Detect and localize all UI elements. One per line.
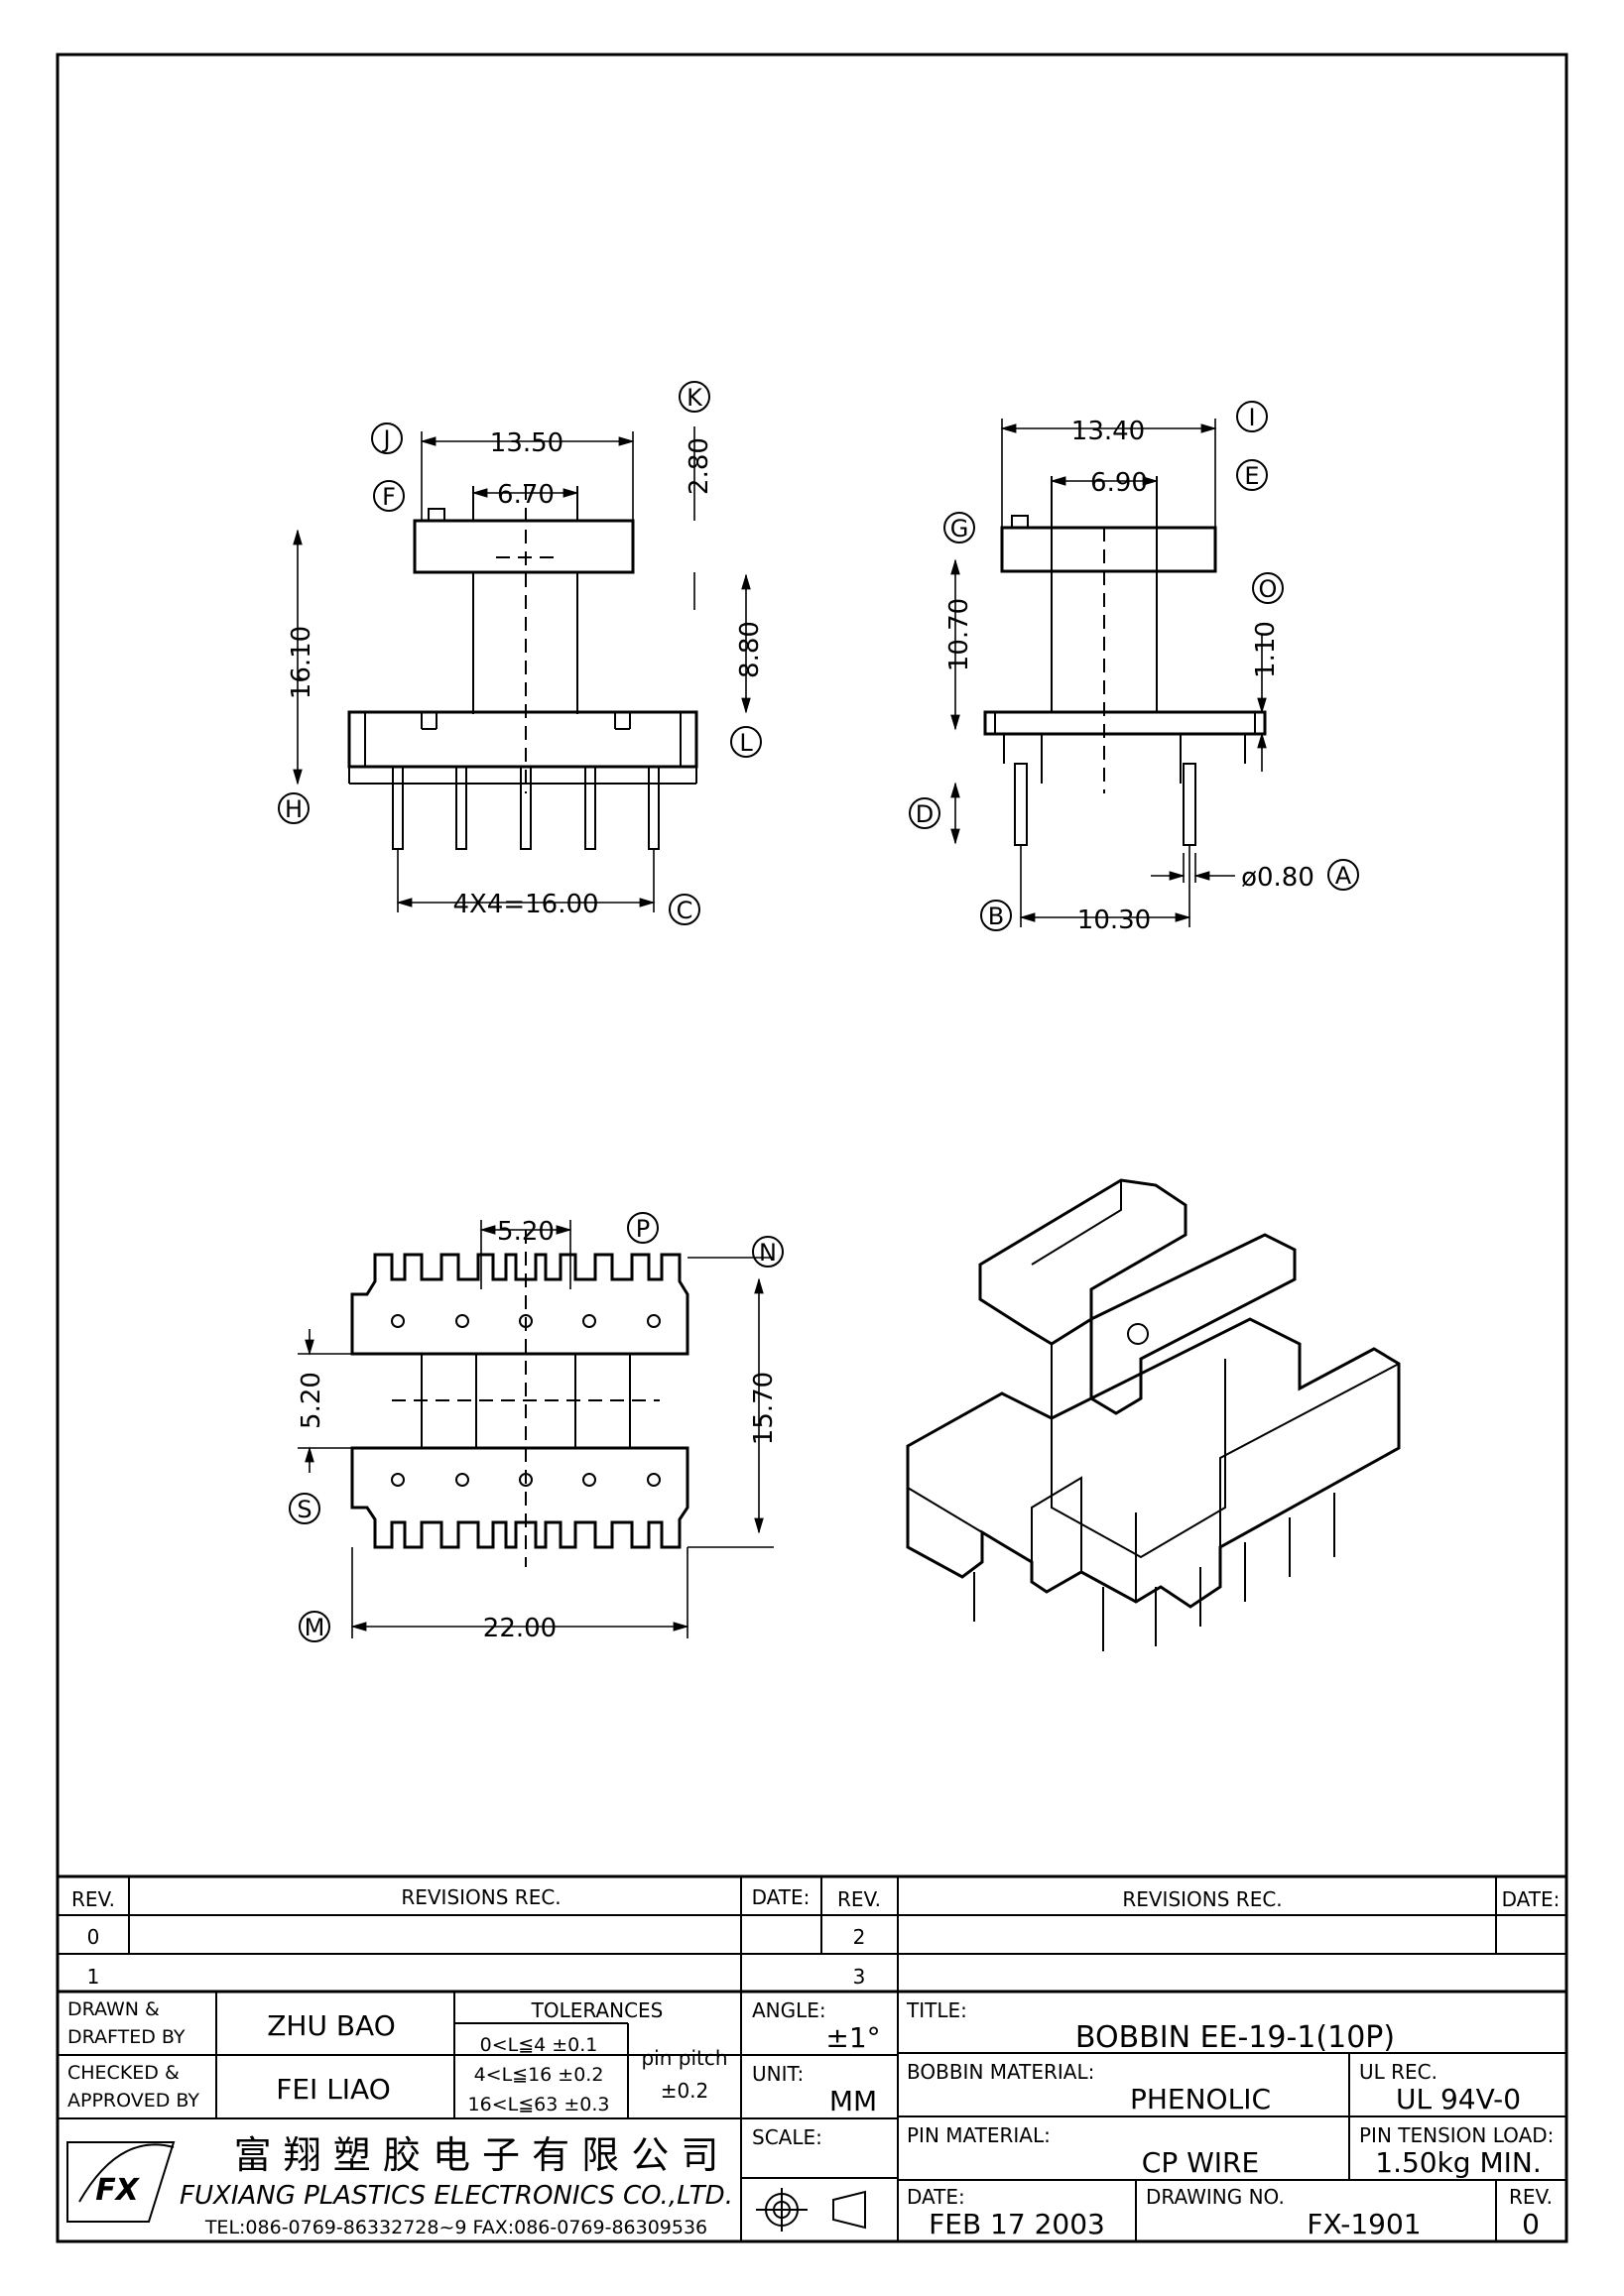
- dim-top-length: 15.70: [749, 1372, 779, 1445]
- isometric-view: [906, 1178, 1401, 1651]
- checked-by: FEI LIAO: [276, 2073, 391, 2106]
- dim-front-pin-span: 4X4=16.00: [452, 890, 598, 919]
- tolerances-label: TOLERANCES: [531, 1998, 664, 2022]
- marker-O: O: [1259, 575, 1278, 603]
- checked-label: CHECKED & APPROVED BY: [67, 2062, 199, 2112]
- scale-label: SCALE:: [752, 2125, 822, 2149]
- dim-side-width: 13.40: [1071, 417, 1145, 446]
- date-label: DATE:: [907, 2185, 965, 2209]
- drawn-label-line-1: DRAWN &: [67, 1998, 160, 2020]
- title-label: TITLE:: [906, 1998, 967, 2022]
- sheet-border: [56, 53, 1568, 2243]
- drawing-no-label: DRAWING NO.: [1146, 2185, 1285, 2209]
- marker-B: B: [988, 903, 1004, 930]
- rev-row-0: 0: [87, 1925, 100, 1949]
- projection-symbol-icon: [756, 2188, 866, 2232]
- marker-I: I: [1248, 404, 1255, 431]
- dim-front-top-flange: 2.80: [685, 437, 714, 495]
- title-value: BOBBIN EE-19-1(10P): [1075, 2020, 1395, 2055]
- dim-top-width: 22.00: [483, 1614, 557, 1643]
- pin-material-value: CP WIRE: [1142, 2146, 1259, 2179]
- marker-G: G: [950, 515, 969, 543]
- company-name-en: FUXIANG PLASTICS ELECTRONICS CO.,LTD.: [180, 2181, 733, 2211]
- title-block: REV. REVISIONS REC. DATE: REV. REVISIONS…: [58, 1874, 1566, 2241]
- marker-A: A: [1335, 862, 1352, 890]
- unit-value: MM: [829, 2085, 877, 2117]
- revisions-header-right: REVISIONS REC.: [1122, 1887, 1282, 1911]
- rev-row-2: 2: [853, 1925, 866, 1949]
- top-view: 5.20 15.70 5.20 22.00 P N S M: [289, 1212, 784, 1643]
- rev-row-1: 1: [87, 1965, 100, 1989]
- dim-side-pin-spacing: 10.30: [1077, 906, 1151, 935]
- dim-front-core: 6.70: [497, 480, 555, 510]
- angle-value: ±1°: [825, 2021, 880, 2054]
- unit-label: UNIT:: [752, 2062, 804, 2086]
- marker-F: F: [382, 483, 396, 511]
- rev-row-3: 3: [853, 1965, 866, 1989]
- revisions-header-left: REVISIONS REC.: [401, 1885, 561, 1909]
- date-header-left: DATE:: [752, 1885, 811, 1909]
- bobbin-material-label: BOBBIN MATERIAL:: [907, 2060, 1094, 2084]
- drawing-no-value: FX-1901: [1307, 2208, 1421, 2240]
- marker-C: C: [677, 897, 693, 924]
- marker-L: L: [739, 729, 753, 757]
- dim-side-base: 1.10: [1251, 621, 1281, 678]
- dim-side-height: 10.70: [944, 598, 974, 671]
- bobbin-material-value: PHENOLIC: [1130, 2083, 1271, 2115]
- date-value: FEB 17 2003: [929, 2208, 1105, 2240]
- pin-tension-value: 1.50kg MIN.: [1375, 2146, 1542, 2179]
- rev-header-right: REV.: [837, 1887, 881, 1911]
- marker-P: P: [636, 1215, 650, 1243]
- tolerance-1: 0<L≦4 ±0.1: [480, 2034, 598, 2056]
- logo-text: FX: [95, 2173, 140, 2208]
- pin-tension-label: PIN TENSION LOAD:: [1359, 2123, 1554, 2147]
- marker-M: M: [305, 1614, 325, 1641]
- pin-pitch-label: pin pitch: [641, 2046, 727, 2070]
- ul-rec-value: UL 94V-0: [1396, 2083, 1521, 2115]
- company-name-cn: 富 翔 塑 胶 电 子 有 限 公 司: [234, 2133, 719, 2177]
- marker-N: N: [759, 1239, 777, 1267]
- dim-top-gap: 5.20: [297, 1372, 326, 1429]
- marker-E: E: [1244, 462, 1259, 490]
- checked-label-line-1: CHECKED &: [67, 2062, 180, 2084]
- dim-front-winding: 8.80: [735, 621, 765, 678]
- company-logo-icon: FX: [66, 2141, 176, 2223]
- company-contact: TEL:086-0769-86332728~9 FAX:086-0769-863…: [204, 2217, 707, 2238]
- angle-label: ANGLE:: [752, 1998, 826, 2022]
- ul-rec-label: UL REC.: [1359, 2060, 1437, 2084]
- drawn-label-line-2: DRAFTED BY: [67, 2026, 186, 2048]
- marker-K: K: [687, 384, 703, 412]
- pin-pitch-value: ±0.2: [661, 2079, 709, 2103]
- checked-label-line-2: APPROVED BY: [67, 2090, 199, 2112]
- dim-front-height: 16.10: [287, 626, 316, 699]
- tolerance-3: 16<L≦63 ±0.3: [468, 2094, 610, 2115]
- marker-H: H: [285, 795, 303, 823]
- drawn-label: DRAWN & DRAFTED BY: [67, 1998, 186, 2048]
- rev-header-left: REV.: [71, 1887, 115, 1911]
- marker-J: J: [381, 425, 390, 453]
- side-view: 13.40 6.90 10.70 1.10 ø0.80 10.30 I E G …: [909, 401, 1359, 935]
- dim-top-slot: 5.20: [497, 1217, 555, 1247]
- front-view: 13.50 6.70 2.80 16.10 8.80 4X4=16.00 J F…: [278, 381, 765, 925]
- dim-front-width: 13.50: [490, 428, 563, 458]
- marker-S: S: [297, 1496, 312, 1523]
- dim-side-core: 6.90: [1090, 468, 1148, 498]
- drawn-by: ZHU BAO: [267, 2009, 396, 2042]
- pin-material-label: PIN MATERIAL:: [907, 2123, 1051, 2147]
- tolerance-2: 4<L≦16 ±0.2: [474, 2064, 604, 2086]
- date-header-right: DATE:: [1502, 1887, 1561, 1911]
- dim-side-pin-dia: ø0.80: [1241, 863, 1314, 893]
- rev-value: 0: [1522, 2208, 1540, 2240]
- marker-D: D: [916, 800, 934, 828]
- rev-label: REV.: [1509, 2185, 1553, 2209]
